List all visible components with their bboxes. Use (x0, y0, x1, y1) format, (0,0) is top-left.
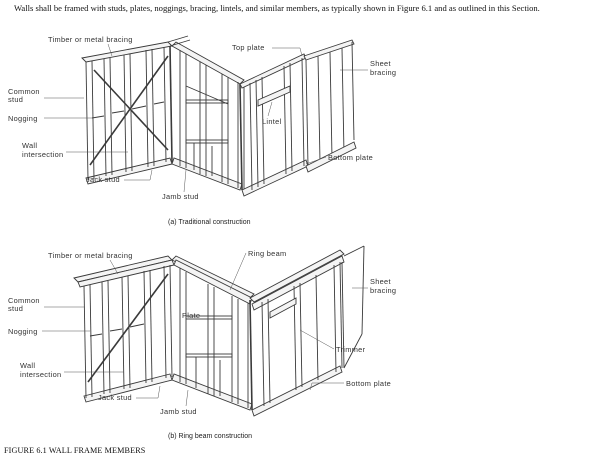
label-a-top-plate: Top plate (232, 43, 265, 52)
label-a-common-stud-1: Common (8, 87, 40, 96)
panel-b-labels: Timber or metal bracing Common stud Nogg… (8, 249, 396, 440)
label-a-jack-stud: Jack stud (86, 175, 120, 184)
label-a-bottom-plate: Bottom plate (328, 153, 373, 162)
label-b-plate: Plate (182, 311, 200, 320)
panel-b-frame-drawing (73, 245, 365, 417)
label-b-bracing: Timber or metal bracing (48, 251, 133, 260)
panel-a-labels: Timber or metal bracing Common stud Nogg… (8, 35, 396, 226)
label-b-wall-intersection-1: Wall (20, 361, 35, 370)
label-b-sheet-bracing-1: Sheet (370, 277, 391, 286)
label-a-common-stud-2: stud (8, 95, 23, 104)
panel-a-frame-drawing (81, 35, 357, 197)
intro-paragraph: Walls shall be framed with studs, plates… (4, 3, 596, 15)
label-b-trimmer: Trimmer (336, 345, 366, 354)
label-a-wall-intersection-2: intersection (22, 150, 63, 159)
label-b-common-stud-1: Common (8, 296, 40, 305)
label-a-sheet-bracing-2: bracing (370, 68, 396, 77)
label-a-nogging: Nogging (8, 114, 38, 123)
label-b-nogging: Nogging (8, 327, 38, 336)
label-a-wall-intersection-1: Wall (22, 141, 37, 150)
label-b-wall-intersection-2: intersection (20, 370, 61, 379)
caption-panel-b: (b) Ring beam construction (168, 433, 252, 440)
figure-caption: FIGURE 6.1 WALL FRAME MEMBERS (4, 446, 146, 455)
intro-text: Walls shall be framed with studs, plates… (14, 3, 540, 13)
caption-panel-a: (a) Traditional construction (168, 219, 251, 226)
label-b-common-stud-2: stud (8, 304, 23, 313)
label-b-sheet-bracing-2: bracing (370, 286, 396, 295)
label-a-lintel: Lintel (262, 117, 282, 126)
label-a-jamb-stud: Jamb stud (162, 192, 199, 201)
label-b-jamb-stud: Jamb stud (160, 407, 197, 416)
label-b-ring-beam: Ring beam (248, 249, 286, 258)
label-a-sheet-bracing-1: Sheet (370, 59, 391, 68)
label-b-jack-stud: Jack stud (98, 393, 132, 402)
label-b-bottom-plate: Bottom plate (346, 379, 391, 388)
label-a-bracing: Timber or metal bracing (48, 35, 133, 44)
